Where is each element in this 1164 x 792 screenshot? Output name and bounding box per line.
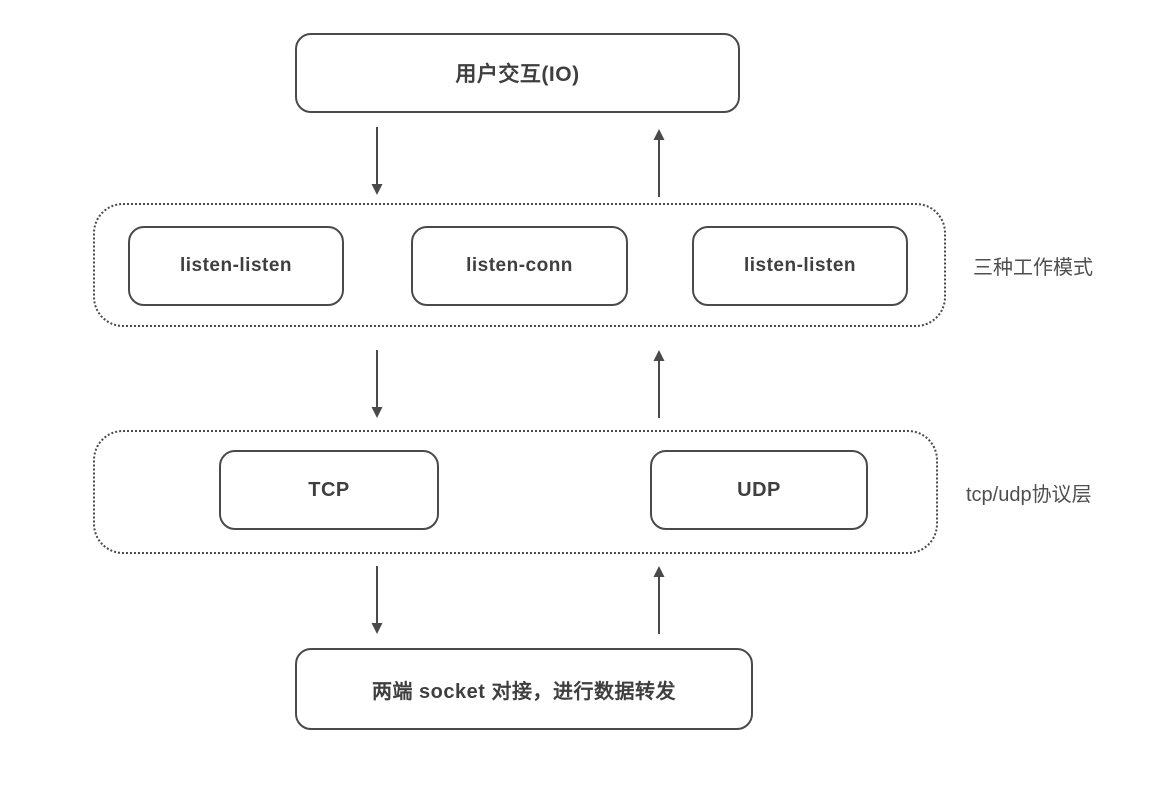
node-udp: UDP [650, 450, 868, 530]
node-socket-forward: 两端 socket 对接，进行数据转发 [295, 648, 753, 730]
node-listen-listen-2-label: listen-listen [743, 255, 857, 276]
node-listen-listen-1-label: listen-listen [179, 255, 293, 276]
arrow-up-icon [653, 566, 665, 634]
arrow-up-icon [653, 129, 665, 197]
protocol-layer-side-label: tcp/udp协议层 [966, 483, 1092, 506]
modes-layer-side-label: 三种工作模式 [973, 256, 1093, 279]
arrow-down-icon [371, 566, 383, 634]
node-listen-listen-2: listen-listen [692, 226, 908, 306]
node-udp-label: UDP [737, 478, 781, 501]
arrow-down-icon [371, 350, 383, 418]
node-tcp: TCP [219, 450, 439, 530]
node-listen-conn-label: listen-conn [466, 255, 573, 276]
node-listen-listen-1: listen-listen [128, 226, 344, 306]
node-user-io: 用户交互(IO) [295, 33, 740, 113]
arrow-up-icon [653, 350, 665, 418]
arrow-down-icon [371, 127, 383, 195]
node-tcp-label: TCP [308, 478, 350, 501]
node-socket-forward-label: 两端 socket 对接，进行数据转发 [372, 680, 676, 703]
node-user-io-label: 用户交互(IO) [455, 63, 580, 86]
node-listen-conn: listen-conn [411, 226, 628, 306]
